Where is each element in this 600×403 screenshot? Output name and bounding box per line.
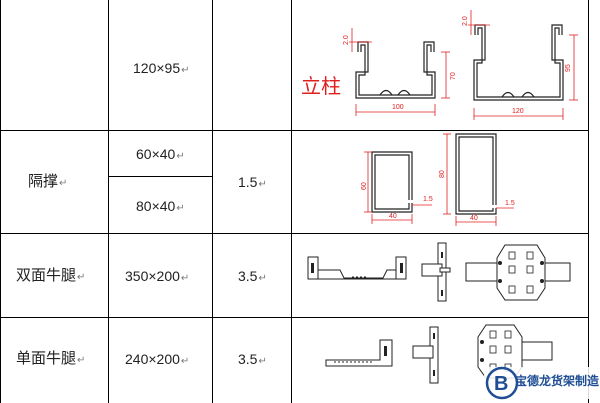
row2-spec-b: 80×40↵ [136,198,185,214]
post-b-lip: 2.0 [462,16,469,26]
brace-a-profile [364,151,432,224]
single-bracket-side [325,339,393,367]
single-bracket-top [477,324,553,379]
double-bracket-front [421,242,451,302]
row3-name: 双面牛腿↵ [16,267,86,284]
row3-spec: 350×200↵ [125,268,190,284]
post-a-lip: 2.0 [343,35,350,45]
post-b-height: 95 [565,64,572,72]
brace-b-width: 40 [470,215,478,222]
post-b-width: 120 [512,108,524,115]
brace-b-thick: 1.5 [505,200,515,207]
row1-spec: 120×95↵ [133,60,190,76]
row4-name: 单面牛腿↵ [16,350,86,367]
row2-thickness: 1.5↵ [238,174,267,190]
post-a-width: 100 [392,104,404,111]
brace-a-height: 60 [361,182,368,190]
brace-b-height: 80 [439,170,446,178]
post-label: 立柱 [301,76,341,98]
row3-thickness: 3.5↵ [238,268,267,284]
brace-a-width: 40 [389,213,397,220]
brand-logo-text: 宝德龙货架制造 [515,374,600,388]
double-bracket-top [465,244,571,301]
single-bracket-front [412,326,439,384]
svg-text:B: B [494,373,508,395]
brace-b-profile [443,133,514,226]
post-b-profile [468,10,578,120]
row2-name: 隔撑↵ [28,173,68,190]
row4-thickness: 3.5↵ [238,351,267,367]
brand-logo: B [484,366,600,400]
row4-spec: 240×200↵ [125,351,190,367]
post-a-profile [349,28,450,116]
brace-a-thick: 1.5 [423,196,433,203]
row2-spec-a: 60×40↵ [136,146,185,162]
double-bracket-side [307,256,407,280]
post-a-height: 70 [450,72,457,80]
